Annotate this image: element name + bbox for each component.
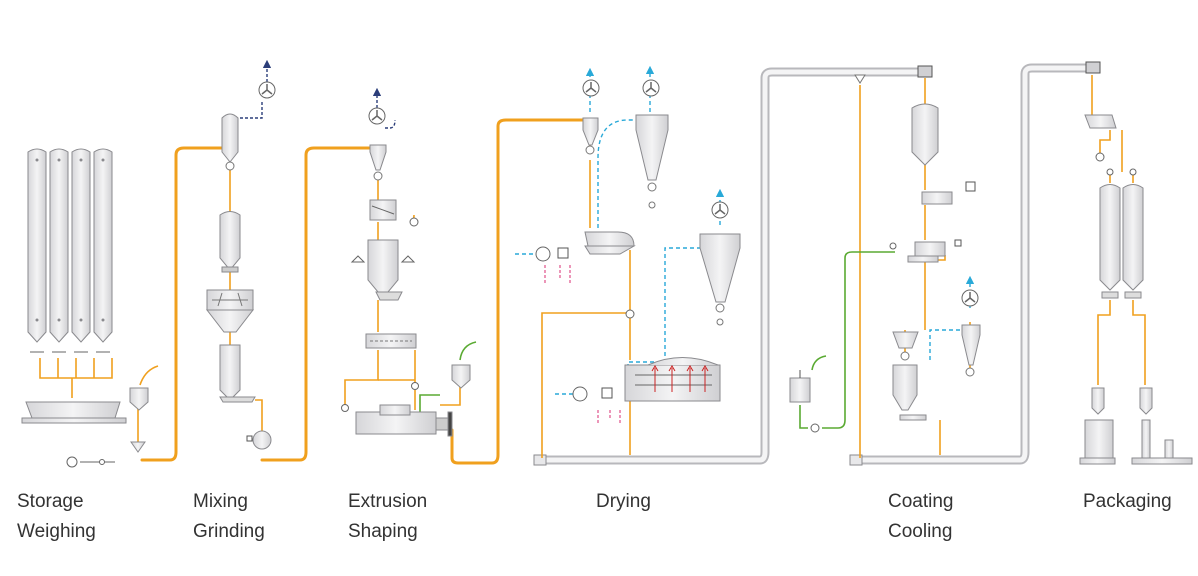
dryer-air-arrows: [635, 365, 712, 392]
conveyor-coating-to-packaging: [850, 63, 1097, 465]
coating-silo: [911, 103, 939, 166]
cyclone-icon: [582, 114, 981, 366]
product-flow-lines: [140, 118, 587, 465]
stage-line-1: Extrusion: [348, 491, 428, 512]
conveyor-end-caps: [533, 61, 1101, 466]
stage-line-2: Cooling: [888, 521, 953, 542]
cyclone-icon: [369, 144, 387, 171]
extruder: [355, 404, 453, 437]
vacuum-lines: [240, 59, 396, 129]
fan-icon: [258, 81, 276, 99]
stage-label-storage: Storage Weighing: [17, 487, 96, 547]
stage-line-1: Coating: [888, 491, 954, 512]
premix-silo: [219, 211, 241, 273]
sifter: [369, 199, 397, 221]
stage-line-1: Drying: [596, 491, 651, 512]
extruder-bin: [367, 239, 403, 301]
conveyor-tubes: [535, 63, 1097, 465]
stage-label-coating: Coating Cooling: [888, 487, 954, 547]
stage-label-extrusion: Extrusion Shaping: [348, 487, 427, 547]
stage-line-2: Grinding: [193, 521, 265, 542]
liquid-tank: [789, 370, 811, 403]
rotary-valve-icon: [66, 456, 115, 468]
screener: [1084, 114, 1117, 129]
grinder-silo: [219, 344, 256, 403]
stage-line-2: Shaping: [348, 521, 418, 542]
preconditioner: [365, 333, 417, 349]
stage-line-2: Weighing: [17, 521, 96, 542]
liquid-flow-lines: [419, 251, 895, 429]
mixer: [205, 289, 255, 333]
storage-silos: [27, 148, 113, 343]
fan-icon: [368, 107, 386, 125]
pre-dryer: [557, 231, 636, 259]
hammer-mill: [246, 430, 272, 450]
packaging-silos: [1099, 184, 1144, 299]
stage-line-1: Packaging: [1083, 491, 1172, 512]
stage-label-packaging: Packaging: [1083, 487, 1172, 517]
stage-line-1: Storage: [17, 491, 84, 512]
bagging-machines: [1079, 387, 1193, 465]
weighing-hopper: [21, 401, 127, 424]
batch-bin: [129, 387, 149, 453]
belt-dryer: [601, 357, 721, 402]
rotary-valve-icon: [225, 161, 235, 171]
stage-line-1: Mixing: [193, 491, 248, 512]
liquid-dosing-tank: [451, 364, 471, 389]
stage-label-drying: Drying: [596, 487, 651, 517]
cooler: [892, 331, 927, 421]
coating-dosing: [907, 181, 976, 263]
filter-receiver: [221, 113, 239, 163]
stage-label-mixing: Mixing Grinding: [193, 487, 265, 547]
fan-icon: [535, 79, 979, 402]
